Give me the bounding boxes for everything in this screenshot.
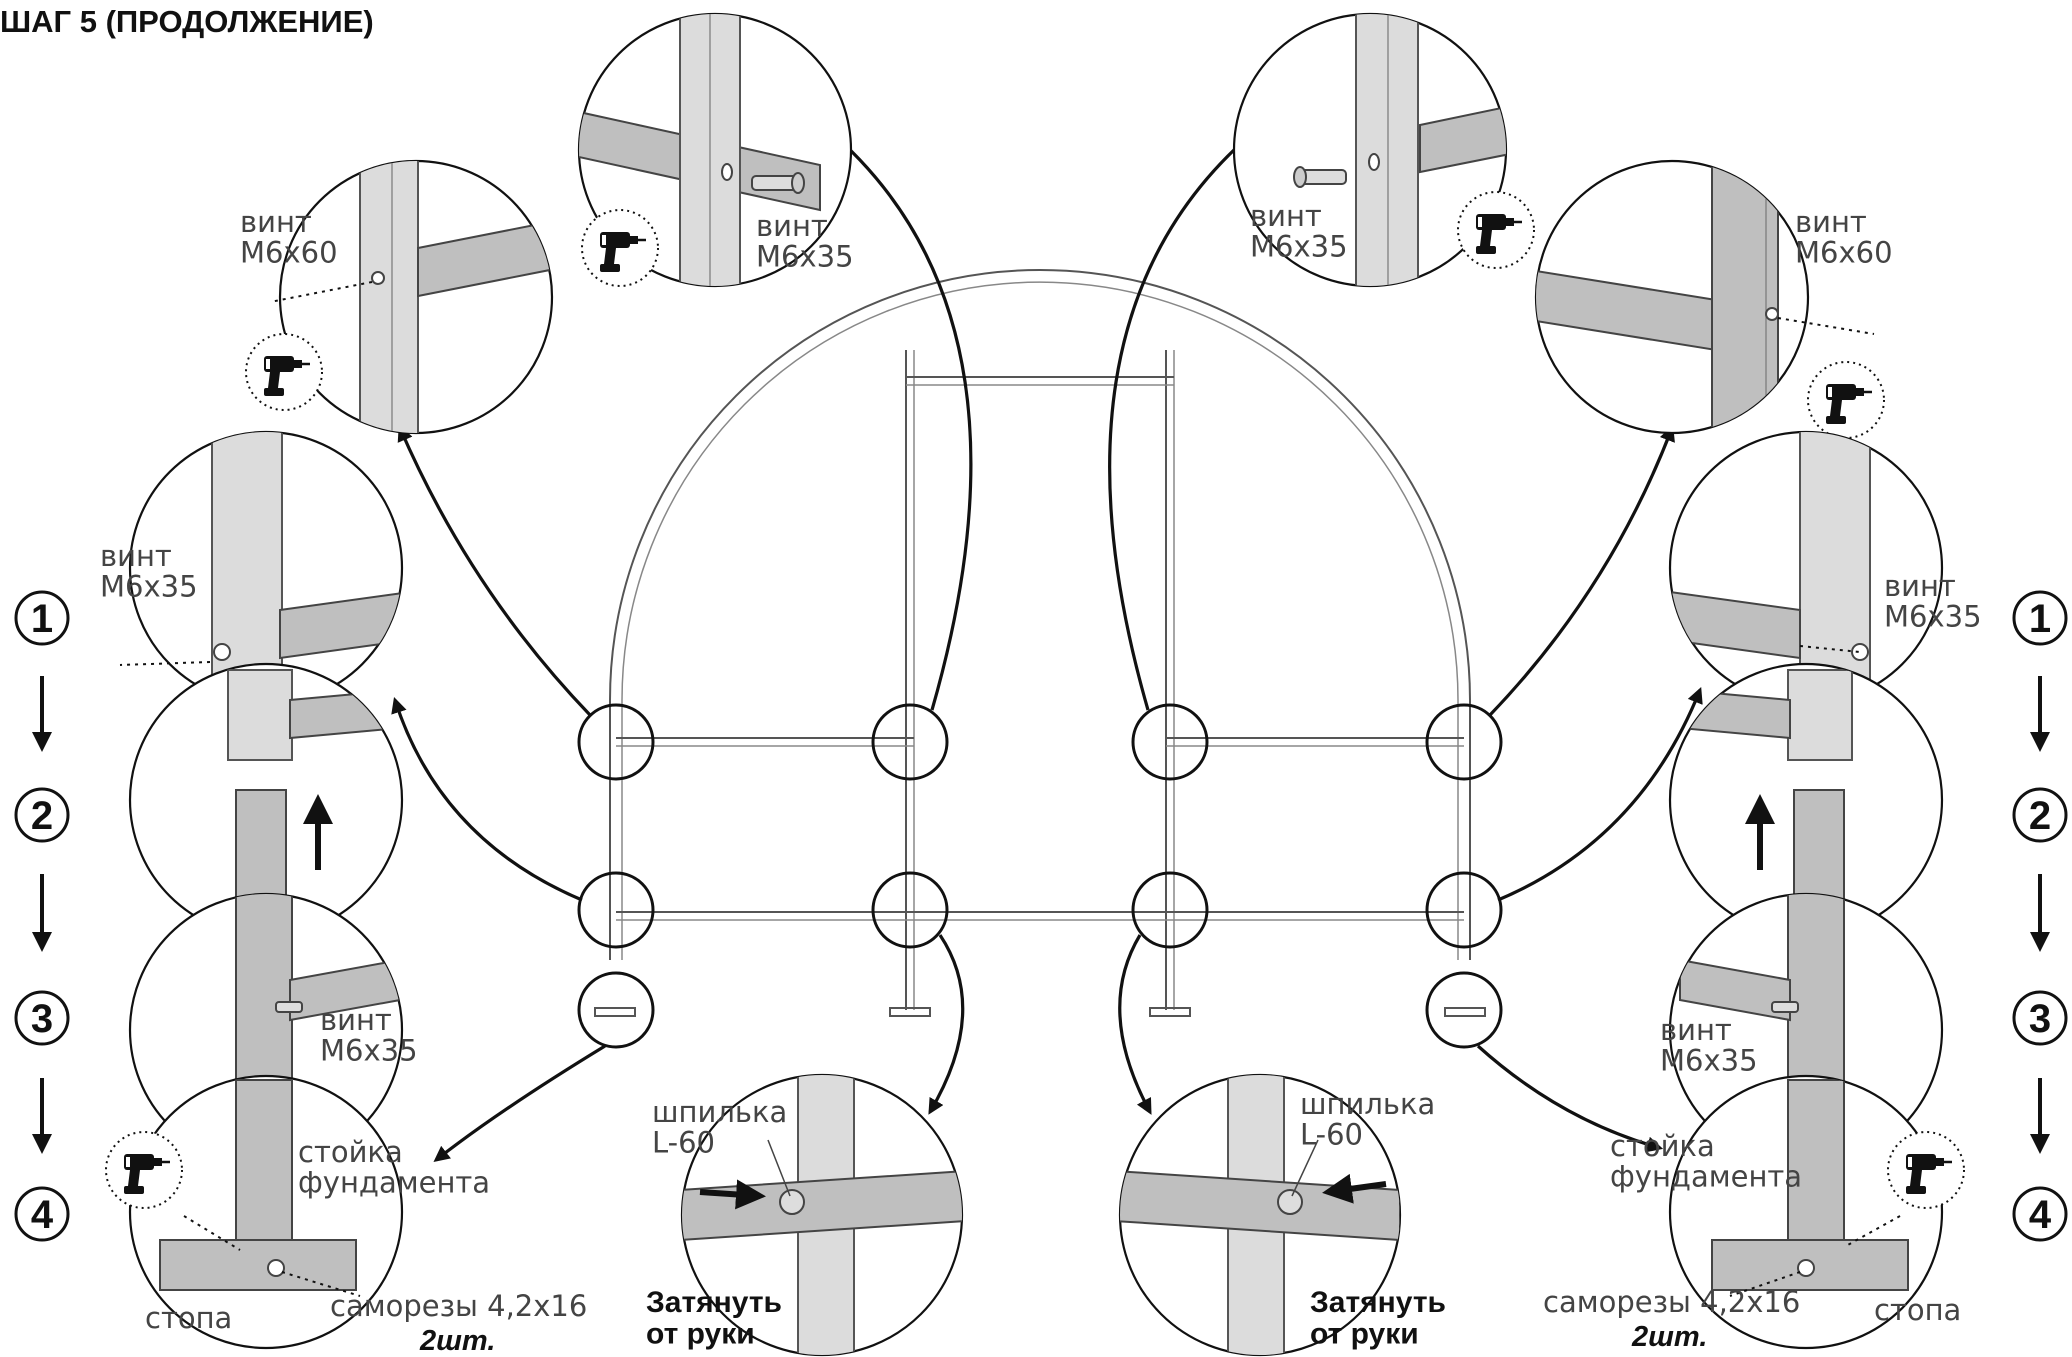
label-foot-right: стопа xyxy=(1874,1293,1961,1327)
drill-icon xyxy=(580,208,660,288)
screw-icon xyxy=(275,1001,303,1013)
step-4-left: 4 xyxy=(31,1193,54,1237)
callout-rings xyxy=(577,703,1503,1049)
label-qty-left: 2шт. xyxy=(419,1325,495,1357)
drill-icon xyxy=(1806,360,1886,440)
screw-icon xyxy=(1293,166,1347,188)
leader-arrows xyxy=(391,113,1703,1162)
page-title: ШАГ 5 (ПРОДОЛЖЕНИЕ) xyxy=(0,4,374,39)
drill-icon xyxy=(244,332,324,412)
arrow-left-icon xyxy=(1322,1173,1387,1204)
greenhouse-frame xyxy=(594,269,1486,1017)
label-qty-right: 2шт. xyxy=(1631,1321,1707,1353)
drill-icon xyxy=(1886,1130,1966,1210)
step-1-right: 1 xyxy=(2029,597,2051,641)
step-4-right: 4 xyxy=(2029,1193,2052,1237)
step-3-left: 3 xyxy=(31,997,53,1041)
steps-right: 1 2 3 4 xyxy=(2012,590,2068,1242)
screw-icon xyxy=(751,172,805,194)
drill-icon xyxy=(104,1130,184,1210)
label-foot-left: стопа xyxy=(145,1301,232,1335)
step-1-left: 1 xyxy=(31,597,53,641)
screw-hole-icon xyxy=(371,271,385,285)
step-3-right: 3 xyxy=(2029,997,2051,1041)
step-2-left: 2 xyxy=(31,794,53,838)
step-2-right: 2 xyxy=(2029,794,2051,838)
screw-hole-icon xyxy=(1765,307,1779,321)
label-self-tapping-screws-right: саморезы 4,2х16 xyxy=(1543,1285,1800,1319)
steps-left: 1 2 3 4 xyxy=(14,590,70,1242)
arrow-right-icon xyxy=(699,1179,766,1210)
detail-lens-right-2 xyxy=(1668,662,1944,938)
label-self-tapping-screws-left: саморезы 4,2х16 xyxy=(330,1289,587,1323)
drill-icon xyxy=(1456,190,1536,270)
screw-icon xyxy=(1771,1001,1799,1013)
